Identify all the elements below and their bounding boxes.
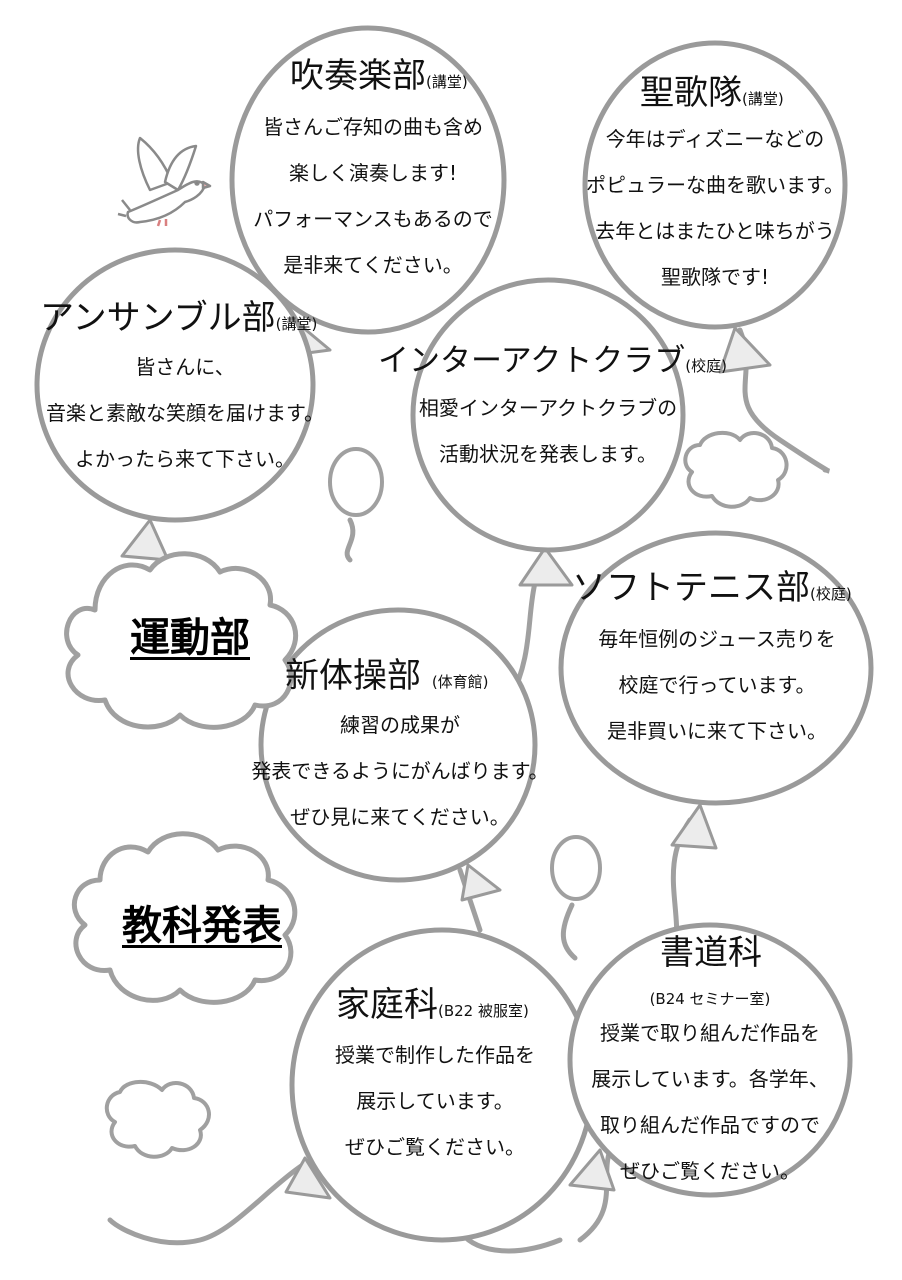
desc-line: ぜひ見に来てください。 [290,805,510,829]
desc-line: 展示しています。 [356,1089,514,1113]
club-desc-choir: 今年はディズニーなどの ポピュラーな曲を歌います。 去年とはまたひと味ちがう 聖… [550,116,880,300]
balloon-icon [328,447,384,517]
club-title-homeec: 家庭科(B22 被服室) [336,977,529,1026]
cloud-icon [64,551,299,730]
balloon-circle [34,247,316,523]
desc-line: 楽しく演奏します! [288,161,458,185]
desc-line: 授業で取り組んだ作品を [600,1021,820,1045]
club-venue: (講堂) [275,315,318,333]
club-desc-interact: 相愛インターアクトクラブの 活動状況を発表します。 [383,385,713,477]
desc-line: 毎年恒例のジュース売りを [598,627,836,651]
club-venue: (講堂) [426,73,468,91]
desc-line: 練習の成果が [340,713,460,737]
desc-line: 授業で制作した作品を [335,1043,535,1067]
club-title-gymnastics: 新体操部 (体育館) [285,648,489,697]
balloon-circle [229,25,507,335]
balloon-knot [120,518,170,562]
desc-line: 相愛インターアクトクラブの [418,396,678,420]
balloon-circle [558,530,874,806]
desc-line: 取り組んだ作品ですので [600,1113,820,1137]
club-venue: (校庭) [685,357,727,375]
club-name: インターアクトクラブ [378,343,686,379]
desc-line: 音楽と素敵な笑顔を届けます。 [46,401,324,425]
desc-line: 去年とはまたひと味ちがう [595,219,835,243]
club-name: アンサンブル部 [40,298,276,338]
club-title-tennis: ソフトテニス部(校庭) [572,560,852,609]
club-venue: (体育館) [431,673,489,691]
club-title-interact: インターアクトクラブ(校庭) [378,335,727,380]
cloud-icon [104,1080,211,1159]
desc-line: 今年はディズニーなどの [605,127,825,151]
desc-line: 校庭で行っています。 [618,673,816,697]
category-sports: 運動部 [130,615,250,661]
balloon-string [577,1147,613,1243]
balloon-circle [258,607,538,883]
desc-line: ぜひご覧ください。 [345,1135,525,1159]
balloon-circle [567,922,853,1198]
category-subjects: 教科発表 [122,903,282,949]
balloon-knot [284,1156,332,1200]
desc-line: 聖歌隊です! [660,265,770,289]
desc-line: 発表できるようにがんばります。 [251,759,549,783]
desc-line: よかったら来て下さい。 [75,447,295,471]
balloon-circle [410,277,686,553]
balloon-knot [718,326,772,374]
club-title-brass: 吹奏楽部(講堂) [290,48,468,97]
club-desc-ensemble: 皆さんに、 音楽と素敵な笑顔を届けます。 よかったら来て下さい。 [20,344,350,482]
balloon-knot [460,863,502,902]
desc-line: 展示しています。各学年、 [591,1067,829,1091]
desc-line: ぜひご覧ください。 [620,1159,800,1183]
club-name: 新体操部 [285,656,421,696]
club-title-choir: 聖歌隊(講堂) [640,65,784,114]
balloon-string [457,867,483,933]
club-title-ensemble: アンサンブル部(講堂) [40,290,317,339]
club-name: 聖歌隊 [640,73,742,113]
desc-line: 皆さんに、 [135,355,235,379]
club-name: ソフトテニス部 [572,568,810,608]
cloud-icon [71,831,298,1005]
balloon-string [560,902,578,961]
balloon-string [344,517,356,563]
desc-line: 皆さんご存知の曲も含め [263,115,483,139]
club-venue: (講堂) [742,90,784,108]
desc-line: 是非買いに来て下さい。 [607,719,827,743]
dove-icon [117,136,212,227]
club-venue: (B22 被服室) [438,1002,529,1020]
club-venue: (校庭) [810,585,852,603]
desc-line: 活動状況を発表します。 [439,442,657,466]
club-desc-brass: 皆さんご存知の曲も含め 楽しく演奏します! パフォーマンスもあるので 是非来てく… [228,104,518,288]
desc-line: ポピュラーな曲を歌います。 [586,173,844,197]
club-desc-calligraphy: 授業で取り組んだ作品を 展示しています。各学年、 取り組んだ作品ですので ぜひご… [565,1010,855,1194]
club-desc-gymnastics: 練習の成果が 発表できるようにがんばります。 ぜひ見に来てください。 [215,702,585,840]
balloon-knot [670,803,718,850]
club-desc-homeec: 授業で制作した作品を 展示しています。 ぜひご覧ください。 [300,1032,570,1170]
cloud-icon [683,430,789,509]
balloon-knot [518,546,574,587]
club-name: 吹奏楽部 [290,56,426,96]
club-desc-tennis: 毎年恒例のジュース売りを 校庭で行っています。 是非買いに来て下さい。 [562,616,872,754]
balloon-circle [582,40,848,330]
desc-line: パフォーマンスもあるので [253,207,493,231]
club-name: 家庭科 [336,985,438,1025]
balloon-icon [550,835,602,901]
club-name: 書道科 [660,933,762,973]
club-title-calligraphy: 書道科 [660,925,762,974]
desc-line: 是非来てください。 [283,253,463,277]
balloon-string [107,1147,333,1246]
balloon-knot [568,1148,616,1192]
club-venue-calligraphy: (B24 セミナー室) [649,990,771,1008]
